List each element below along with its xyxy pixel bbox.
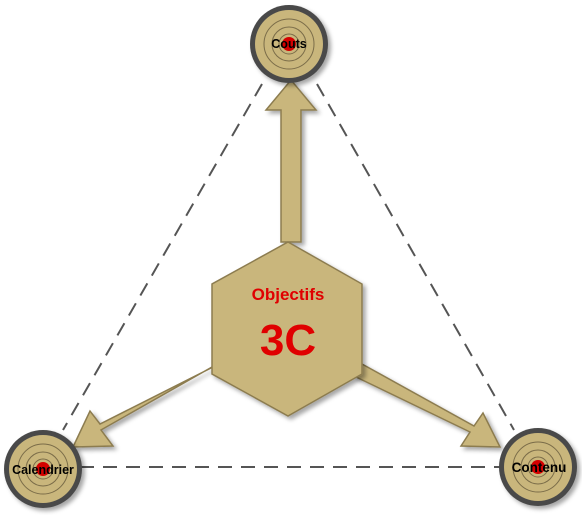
target-contenu [499, 428, 577, 506]
bullseye-icon [36, 462, 50, 476]
arrow-to-contenu [352, 363, 502, 448]
bullseye-icon [531, 460, 545, 474]
bullseye-icon [282, 37, 296, 51]
target-label-calendrier: Calendrier [12, 463, 74, 477]
arrow-to-calendrier [71, 361, 228, 448]
center-title: Objectifs [252, 285, 325, 304]
dashed-edge-left [62, 83, 263, 431]
target-couts [250, 5, 328, 83]
target-label-couts: Couts [271, 37, 306, 51]
center-hexagon [211, 241, 363, 417]
arrow-up-couts [264, 78, 318, 243]
dashed-edge-right [316, 83, 515, 431]
center-subtitle: 3C [260, 316, 316, 365]
dashed-triangle [62, 83, 515, 468]
target-calendrier [4, 430, 82, 508]
target-label-contenu: Contenu [512, 460, 567, 475]
